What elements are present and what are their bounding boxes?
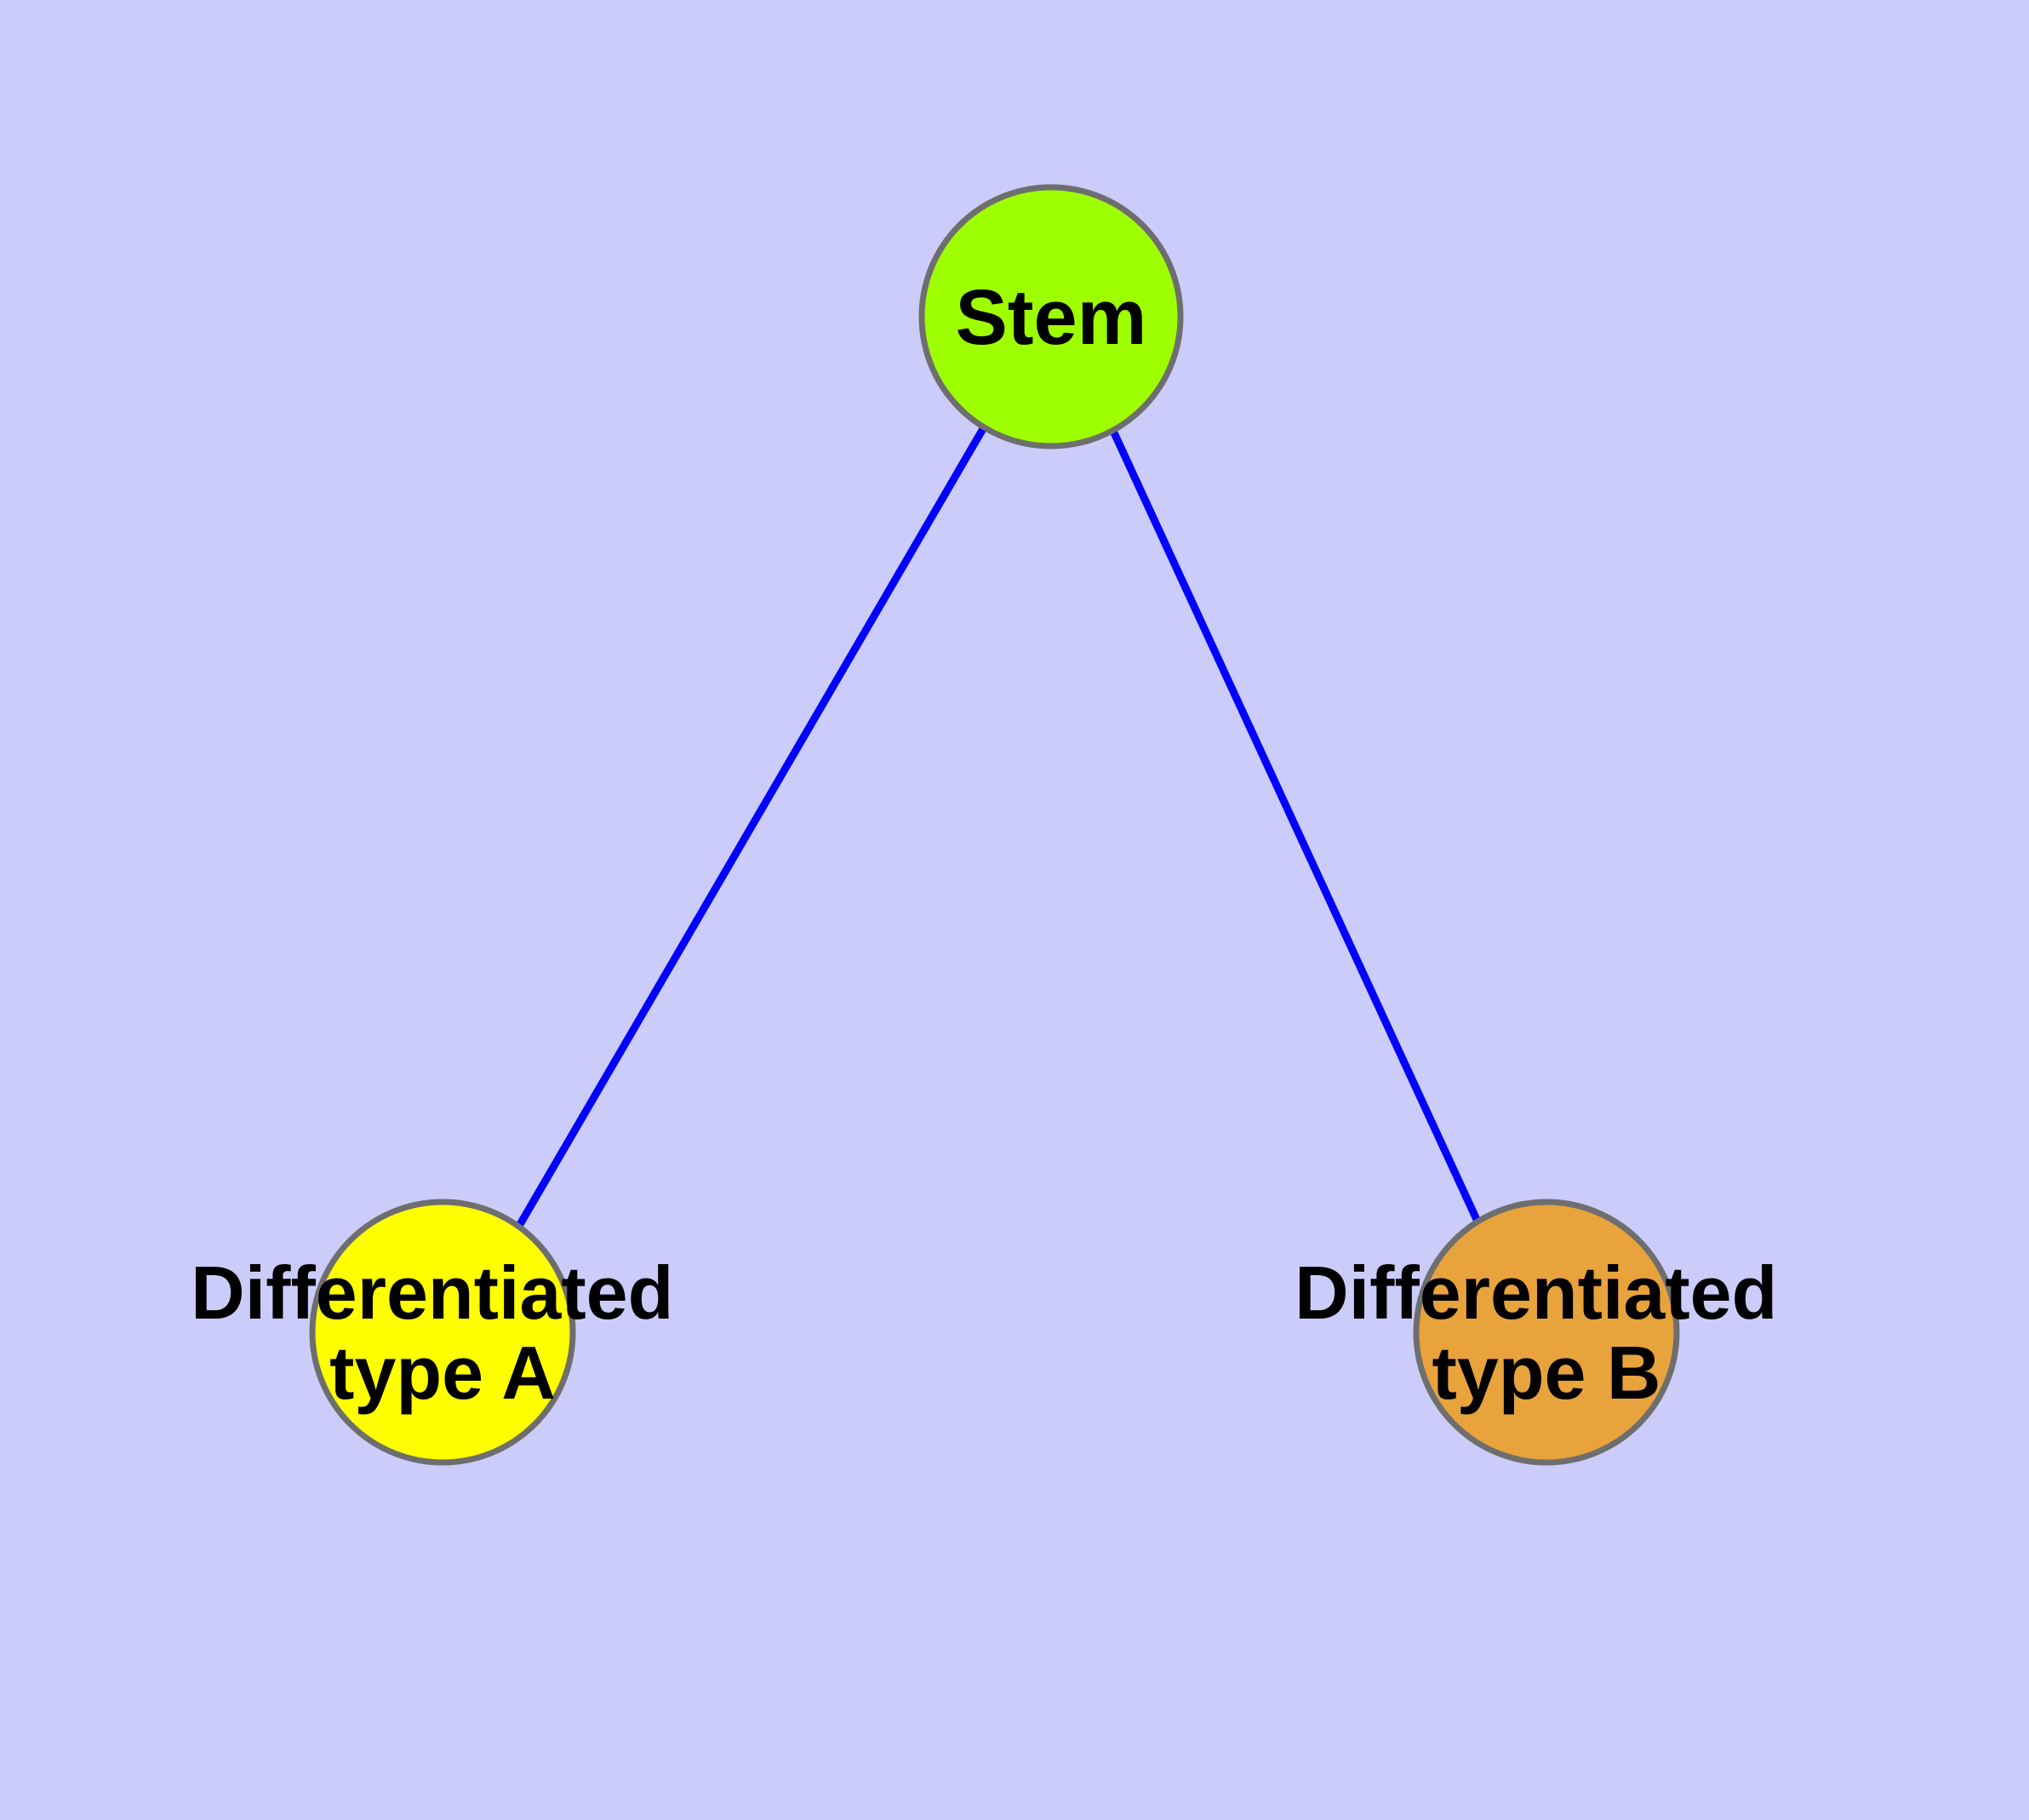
node-stem[interactable]: Stem [918,184,1184,449]
node-differentiated-type-b[interactable]: Differentiated type B [1295,1199,1798,1466]
edge-stem-to-differentiated-type-b[interactable] [1108,427,1483,1225]
edge-stem-to-differentiated-type-a[interactable] [516,425,987,1228]
node-differentiated-type-a[interactable]: Differentiated type A [191,1199,694,1466]
node-differentiated-type-a-label-line-2: type A [329,1331,556,1415]
node-differentiated-type-b-label-line-1: Differentiated [1295,1251,1777,1335]
edges-layer [516,425,1483,1228]
node-differentiated-type-b-circle[interactable] [1413,1199,1680,1466]
node-stem-label-line-1: Stem [956,274,1147,361]
nodes-layer: Stem Differentiated type A Differentiate… [191,184,1798,1466]
node-differentiated-type-a-circle[interactable] [309,1199,576,1466]
node-stem-circle[interactable] [918,184,1184,449]
node-stem-label: Stem [956,274,1147,361]
node-differentiated-type-a-label-line-1: Differentiated [191,1251,673,1335]
node-differentiated-type-a-label: Differentiated type A [191,1251,694,1415]
node-differentiated-type-b-label: Differentiated type B [1295,1251,1798,1415]
node-differentiated-type-b-label-line-2: type B [1432,1331,1661,1415]
